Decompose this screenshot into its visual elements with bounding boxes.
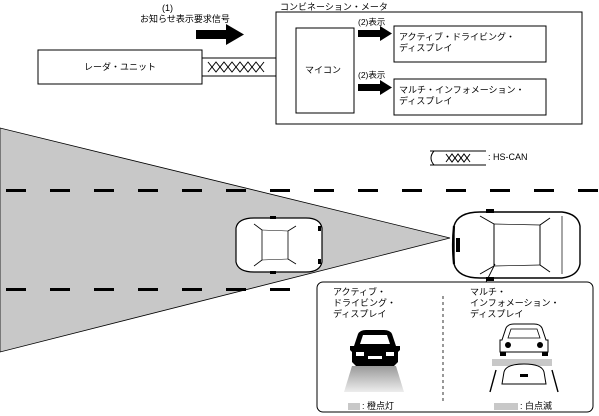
display-arrow-upper (358, 26, 392, 41)
signal-number: (1) (162, 3, 173, 13)
micon-label: マイコン (305, 65, 342, 75)
blink-bar (492, 359, 552, 366)
own-vehicle-icon (451, 209, 581, 281)
panel-active-display-label: アクティブ・ ドライビング・ ディスプレイ (333, 287, 397, 319)
combination-meter-title: コンビネーション・メータ (280, 2, 388, 12)
radar-unit-label: レーダ・ユニット (84, 62, 157, 72)
amber-legend-label: : 橙点灯 (362, 401, 395, 411)
multi-display-box (393, 78, 547, 116)
signal-label: お知らせ表示要求信号 (140, 14, 230, 24)
hs-can-legend-label: : HS-CAN (488, 152, 528, 162)
amber-legend-swatch (348, 403, 360, 410)
radar-detection-zone (0, 127, 451, 353)
active-display-label: アクティブ・ドライビング・ ディスプレイ (399, 32, 516, 53)
hs-can-wire (202, 57, 276, 77)
micon-box (295, 27, 355, 114)
lane-line-bottom (6, 288, 290, 291)
radar-unit-box (37, 49, 203, 85)
display-arrow-upper-label: (2)表示 (358, 17, 386, 27)
multi-display-car-icon (489, 323, 559, 393)
display-arrow-lower-label: (2)表示 (358, 70, 386, 80)
signal-arrow (196, 24, 244, 45)
panel-multi-display-label: マルチ・ インフォメーション・ ディスプレイ (470, 287, 560, 319)
active-display-car-icon (344, 330, 404, 392)
blink-legend-label: : 白点滅 (520, 401, 553, 411)
active-display-box (393, 25, 547, 63)
blink-legend-swatch (494, 403, 518, 410)
lane-line-top (6, 189, 598, 192)
front-vehicle-icon (235, 216, 323, 274)
multi-display-label: マルチ・インフォメーション・ ディスプレイ (399, 85, 525, 106)
display-arrow-lower (358, 80, 392, 95)
hs-can-legend-symbol (430, 150, 486, 166)
